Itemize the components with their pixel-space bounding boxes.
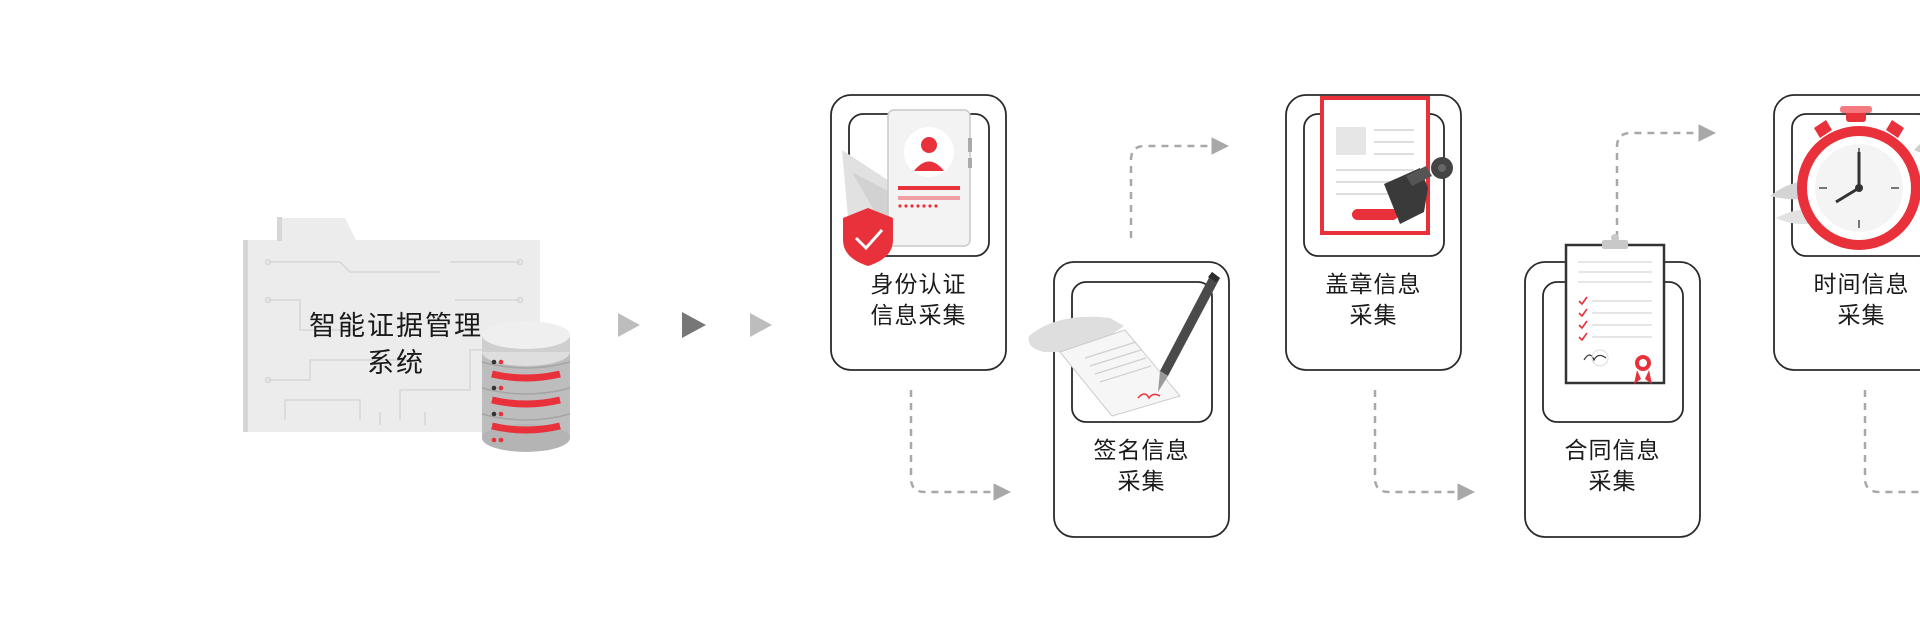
sealed-document-icon bbox=[1320, 96, 1430, 235]
step-label-signature: 签名信息 采集 bbox=[1054, 436, 1229, 498]
step-time-card bbox=[1770, 94, 1920, 371]
step-stamp-card bbox=[1285, 94, 1462, 371]
folder-icon bbox=[243, 217, 540, 432]
step-label-line: 盖章信息 bbox=[1325, 272, 1422, 298]
step-signature-card bbox=[1028, 261, 1230, 538]
signing-document-icon bbox=[1028, 316, 1181, 417]
connector-5-next bbox=[1863, 390, 1920, 494]
connector-4-5 bbox=[1615, 124, 1716, 238]
connector-2-3 bbox=[1129, 137, 1229, 238]
system-title: 智能证据管理 系统 bbox=[286, 308, 506, 382]
chevron-right-icon bbox=[682, 312, 706, 338]
step-label-line: 采集 bbox=[1117, 469, 1166, 495]
step-label-line: 采集 bbox=[1588, 469, 1637, 495]
step-label-line: 采集 bbox=[1837, 303, 1886, 329]
flow-chevrons bbox=[618, 312, 772, 338]
clipboard-contract-icon bbox=[1564, 234, 1666, 385]
connector-3-4 bbox=[1373, 390, 1475, 501]
stamp-icon bbox=[1384, 157, 1453, 224]
step-label-line: 身份认证 bbox=[870, 272, 967, 298]
system-title-line2: 系统 bbox=[367, 348, 425, 379]
connector-1-2 bbox=[909, 390, 1011, 501]
step-label-stamp: 盖章信息 采集 bbox=[1286, 270, 1461, 332]
step-label-identity: 身份认证 信息采集 bbox=[831, 270, 1006, 332]
step-label-line: 合同信息 bbox=[1564, 438, 1661, 464]
step-label-time: 时间信息 采集 bbox=[1774, 270, 1920, 332]
step-label-line: 时间信息 bbox=[1813, 272, 1910, 298]
step-label-line: 签名信息 bbox=[1093, 438, 1190, 464]
system-title-line1: 智能证据管理 bbox=[309, 311, 483, 342]
step-contract-card bbox=[1524, 234, 1701, 538]
shield-check-icon bbox=[843, 208, 893, 266]
step-label-line: 信息采集 bbox=[870, 303, 967, 329]
circuit-pattern-icon bbox=[264, 258, 524, 425]
database-icon bbox=[481, 321, 571, 452]
chevron-right-icon bbox=[750, 313, 772, 337]
step-label-contract: 合同信息 采集 bbox=[1525, 436, 1700, 498]
step-label-line: 采集 bbox=[1349, 303, 1398, 329]
pen-icon bbox=[1158, 272, 1220, 392]
stopwatch-icon bbox=[1797, 106, 1920, 250]
chevron-right-icon bbox=[618, 313, 640, 337]
dashed-connectors bbox=[909, 124, 1920, 501]
step-identity-card bbox=[830, 94, 1007, 371]
